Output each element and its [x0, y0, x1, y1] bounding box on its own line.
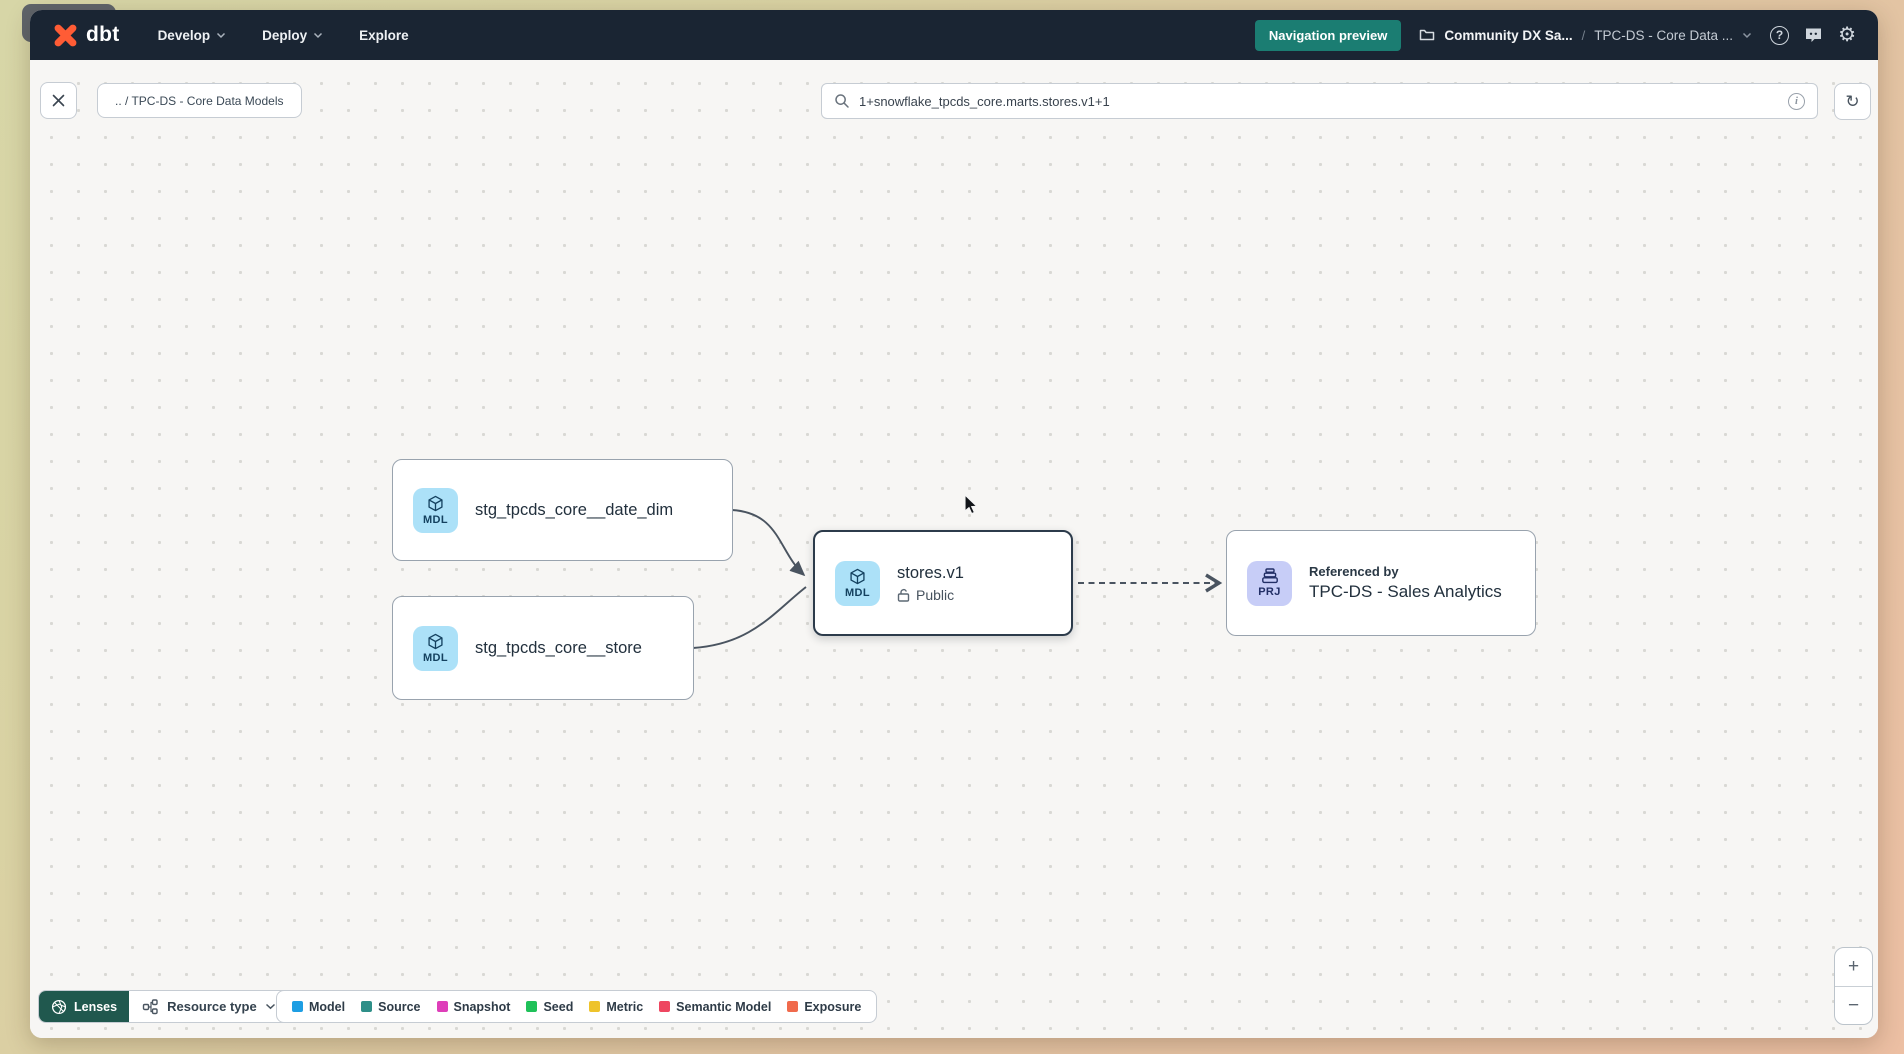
node-project-tpcds-sales-analytics[interactable]: PRJ Referenced by TPC-DS - Sales Analyti… [1226, 530, 1536, 636]
lenses-label: Lenses [74, 999, 118, 1014]
badge-code: MDL [844, 586, 871, 599]
path-chip[interactable]: .. / TPC-DS - Core Data Models [97, 83, 302, 118]
dbt-logo[interactable]: dbt [52, 22, 120, 49]
chevron-down-icon [217, 32, 226, 38]
close-icon [52, 94, 65, 107]
lens-aperture-icon [51, 999, 67, 1014]
badge-code: MDL [422, 513, 449, 526]
legend-label: Model [309, 999, 346, 1014]
node-eyebrow: Referenced by [1309, 564, 1399, 579]
node-label: stg_tpcds_core__store [475, 638, 642, 657]
cube-icon [428, 633, 443, 649]
chevron-down-icon [314, 32, 323, 38]
legend-item: Seed [526, 1000, 573, 1014]
node-visibility: Public [897, 587, 964, 603]
search-icon [835, 94, 849, 108]
badge-code: PRJ [1258, 586, 1281, 598]
nav-item-label: Develop [157, 27, 211, 43]
breadcrumb-project[interactable]: Community DX Sa... [1444, 27, 1573, 43]
project-badge: PRJ [1247, 560, 1292, 606]
legend-label: Semantic Model [676, 999, 772, 1014]
zoom-out-button[interactable]: − [1835, 986, 1872, 1024]
model-badge: MDL [413, 487, 458, 533]
legend-swatch [292, 1001, 303, 1012]
legend-swatch [787, 1001, 799, 1012]
graph-nodes-icon [142, 998, 158, 1014]
node-stg-tpcds-core-store[interactable]: MDL stg_tpcds_core__store [392, 596, 694, 700]
top-navbar: dbt Develop Deploy Explore Navigation prev… [30, 10, 1878, 60]
lenses-control-group: Lenses Resource type [38, 990, 290, 1023]
breadcrumb-separator: / [1581, 27, 1586, 43]
node-text-block: Referenced by TPC-DS - Sales Analytics [1309, 564, 1502, 602]
legend-item: Snapshot [436, 999, 511, 1014]
breadcrumb-current[interactable]: TPC-DS - Core Data ... [1594, 27, 1734, 43]
node-text-block: stores.v1 Public [897, 564, 964, 603]
close-lineage-button[interactable] [40, 82, 77, 119]
node-stores-v1[interactable]: MDL stores.v1 Public [813, 530, 1073, 636]
legend-swatch [526, 1001, 538, 1012]
legend-swatch [589, 1001, 601, 1012]
model-badge: MDL [413, 625, 458, 671]
selector-search-input[interactable] [859, 93, 1779, 109]
chevron-down-icon [265, 1003, 275, 1010]
legend-item: Source [361, 999, 421, 1014]
nav-icons: ? ⚙ [1770, 25, 1856, 45]
folder-icon [1420, 29, 1435, 41]
selector-search-bar[interactable]: i [821, 83, 1818, 119]
dbt-logo-icon [54, 24, 77, 46]
legend-item: Metric [589, 1000, 643, 1014]
nav-right-cluster: Navigation preview Community DX Sa... / … [1254, 19, 1856, 51]
nav-item-label: Explore [359, 27, 409, 43]
legend-label: Metric [606, 999, 644, 1014]
resource-legend: Model Source Snapshot Seed Metric Semantic Mo… [276, 990, 878, 1023]
legend-item: Semantic Model [659, 1000, 771, 1014]
visibility-label: Public [916, 586, 955, 603]
nav-item-explore[interactable]: Explore [359, 28, 409, 43]
stacked-drawers-icon [1261, 568, 1278, 584]
nav-menu: Develop Deploy Explore [158, 28, 409, 43]
badge-code: MDL [422, 651, 449, 664]
breadcrumb[interactable]: Community DX Sa... / TPC-DS - Core Data … [1419, 28, 1752, 43]
info-icon[interactable]: i [1788, 92, 1805, 110]
legend-swatch [436, 1001, 448, 1012]
legend-swatch [361, 1001, 373, 1012]
nav-item-develop[interactable]: Develop [158, 28, 227, 43]
refresh-lineage-button[interactable]: ↻ [1834, 83, 1871, 120]
cube-icon [850, 568, 865, 584]
node-label: stg_tpcds_core__date_dim [475, 500, 674, 519]
zoom-controls: + − [1834, 947, 1873, 1025]
feedback-icon[interactable] [1804, 26, 1823, 44]
resource-type-label: Resource type [167, 999, 257, 1014]
dbt-logo-text: dbt [86, 23, 120, 46]
legend-label: Exposure [804, 999, 862, 1014]
cube-icon [428, 495, 443, 511]
resource-type-dropdown[interactable]: Resource type [129, 991, 289, 1022]
chevron-down-icon [1743, 32, 1752, 38]
legend-item: Exposure [787, 1000, 861, 1014]
legend-label: Source [378, 999, 421, 1014]
lenses-button[interactable]: Lenses [39, 991, 130, 1022]
settings-gear-icon[interactable]: ⚙ [1838, 24, 1856, 46]
app-window: dbt Develop Deploy Explore Navigation prev… [30, 10, 1878, 1038]
legend-label: Snapshot [453, 999, 511, 1014]
legend-label: Seed [543, 999, 574, 1014]
nav-item-label: Deploy [262, 27, 308, 43]
help-icon[interactable]: ? [1770, 25, 1790, 45]
node-stg-tpcds-core-date-dim[interactable]: MDL stg_tpcds_core__date_dim [392, 459, 733, 561]
model-badge: MDL [835, 560, 880, 606]
node-label: TPC-DS - Sales Analytics [1309, 582, 1502, 601]
nav-item-deploy[interactable]: Deploy [262, 28, 323, 43]
legend-item: Model [292, 1000, 345, 1014]
navigation-preview-button[interactable]: Navigation preview [1254, 19, 1402, 51]
unlock-icon [897, 588, 910, 602]
zoom-in-button[interactable]: + [1847, 956, 1860, 977]
node-label: stores.v1 [897, 563, 964, 582]
legend-swatch [659, 1001, 671, 1012]
